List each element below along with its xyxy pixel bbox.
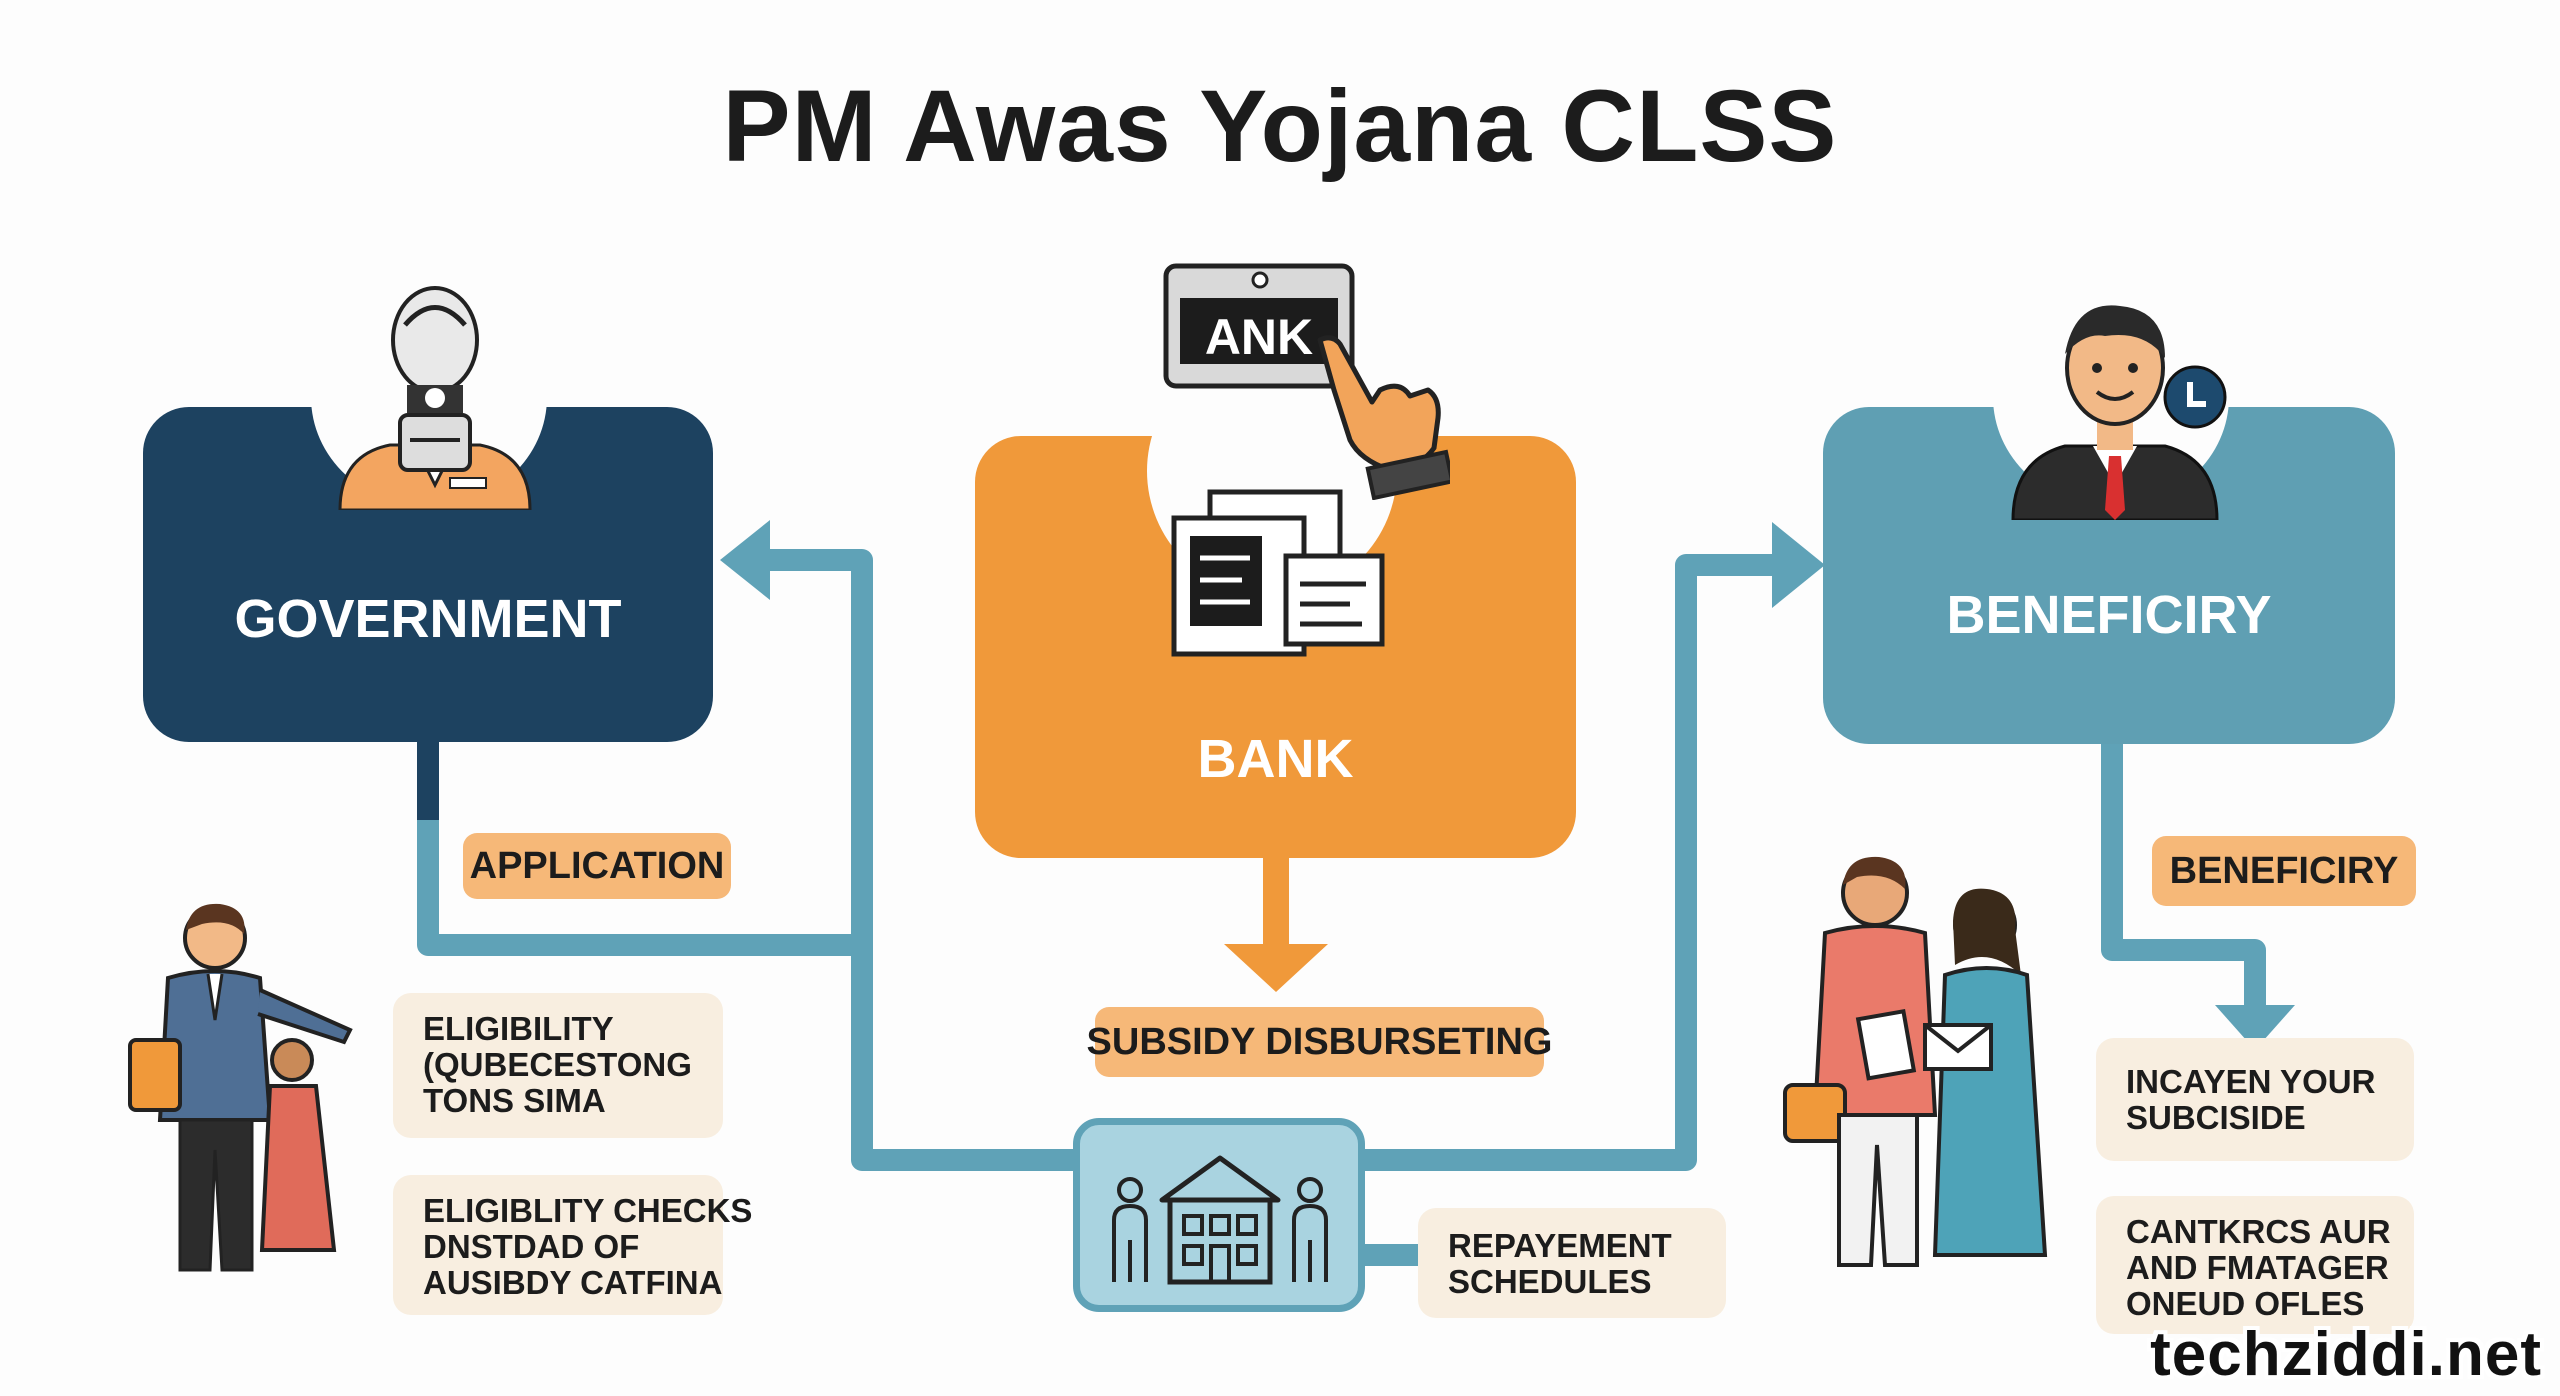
couple-icon — [1783, 856, 2048, 1267]
arrow-to-government — [720, 520, 770, 600]
application-tag: APPLICATION — [463, 833, 731, 899]
emblem-icon — [391, 286, 479, 472]
note-repayment: REPAYEMENT SCHEDULES — [1418, 1208, 1726, 1318]
government-label: GOVERNMENT — [234, 589, 622, 649]
page-title: PM Awas Yojana CLSS — [722, 69, 1838, 183]
beneficiary-label: BENEFICIRY — [1946, 585, 2272, 645]
documents-icon — [1171, 489, 1385, 657]
arrow-to-beneficiary — [1772, 522, 1825, 608]
arrow-to-right-notes — [2215, 1005, 2295, 1050]
businessman-icon — [2011, 305, 2219, 520]
hub-right-connector — [1365, 554, 1780, 1171]
watermark: techziddi.net — [2150, 1320, 2542, 1389]
bank-down-arrow — [1224, 944, 1328, 992]
father-child-icon — [128, 903, 353, 1272]
note-left-bottom: ELIGIBLITY CHECKS DNSTDAD OF AUSIBDY CAT… — [393, 1175, 752, 1315]
subsidy-tag: SUBSIDY DISBURSETING — [1087, 1007, 1552, 1077]
hub-left-connector — [851, 945, 1080, 1171]
bank-terminal-icon — [1163, 263, 1355, 389]
bank-building-icon — [1112, 1155, 1328, 1285]
beneficiary-tag: BENEFICIRY — [2152, 836, 2416, 906]
note-right-bottom: CANTKRCS AUR AND FMATAGER ONEUD OFLES — [2096, 1196, 2414, 1334]
note-right-top: INCAYEN YOUR SUBCISIDE — [2096, 1038, 2414, 1161]
ben-down-connector — [2101, 744, 2266, 1010]
bank-screen-label: ANK — [1204, 309, 1314, 365]
bank-label: BANK — [1197, 729, 1354, 789]
note-left-top: ELIGIBILITY (QUBECESTONG TONS SIMA — [393, 993, 723, 1138]
bank-down-stem — [1263, 858, 1289, 946]
clock-badge-icon — [2163, 365, 2227, 429]
hand-pointer-icon — [1317, 335, 1450, 500]
